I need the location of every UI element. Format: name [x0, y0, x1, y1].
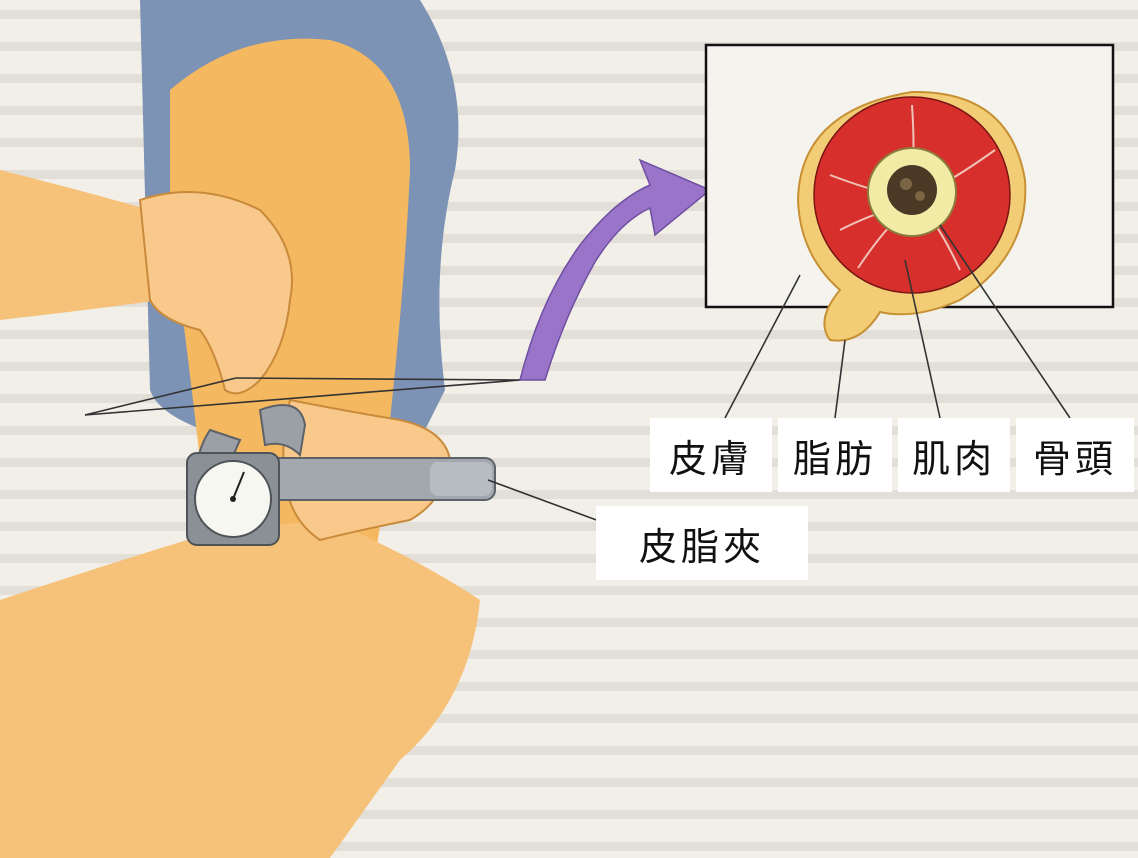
label-bone: 骨頭: [1016, 418, 1134, 492]
label-skin: 皮膚: [650, 418, 772, 492]
label-fat: 脂肪: [778, 418, 892, 492]
dial-gauge-icon: [187, 453, 279, 545]
label-muscle: 肌肉: [898, 418, 1010, 492]
cross-section-inset: [706, 45, 1113, 341]
marrow: [887, 165, 937, 215]
label-caliper: 皮脂夾: [596, 506, 808, 580]
